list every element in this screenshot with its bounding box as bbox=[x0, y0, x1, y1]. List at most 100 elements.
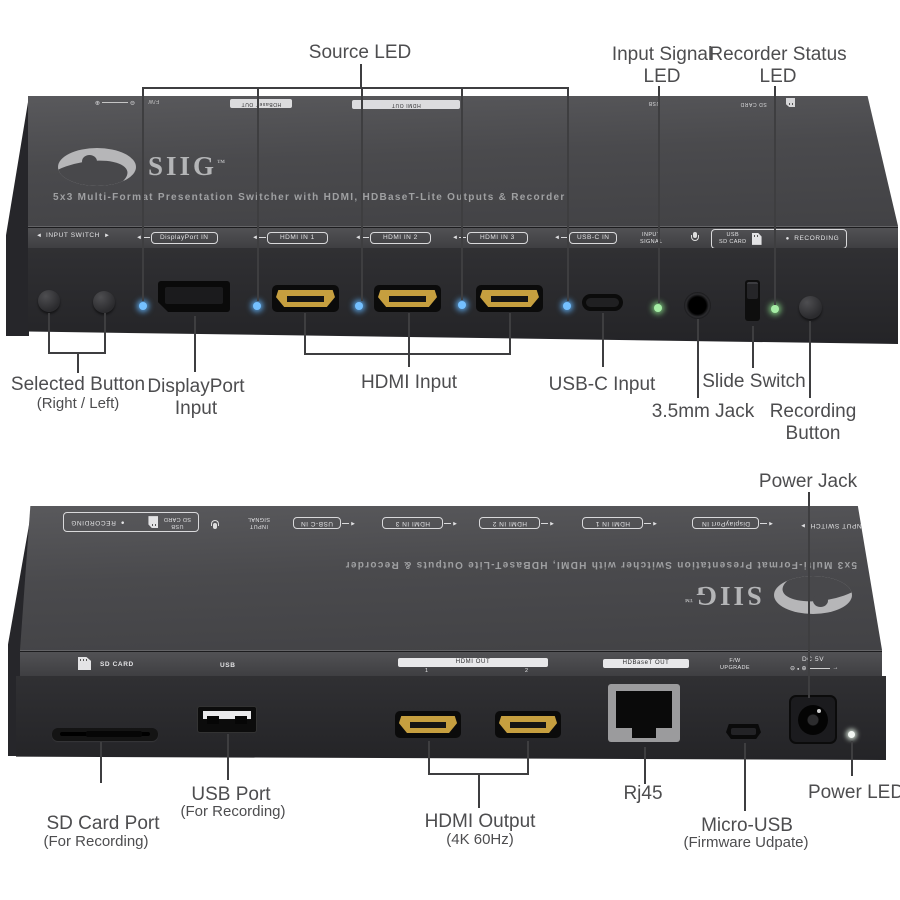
hdmi1-source-led bbox=[253, 302, 261, 310]
usbc-in-label-flipped: ◄ USB-C IN bbox=[292, 517, 356, 529]
selected-button-label: Selected Button bbox=[10, 374, 146, 395]
device-front-face bbox=[28, 248, 898, 344]
hdmi-in-2-label: ◄ HDMI IN 2 bbox=[355, 232, 431, 244]
sd-card-icon bbox=[148, 516, 158, 528]
rear-dc5v-label: DC 5V ⊖ ● ⊕ → bbox=[790, 656, 839, 672]
edge-hdmiout-bar: HDMI OUT bbox=[352, 100, 460, 109]
usbc-input-line bbox=[602, 313, 604, 367]
slide-switch-label: Slide Switch bbox=[702, 371, 806, 392]
slide-switch bbox=[745, 280, 760, 321]
audio-jack-35mm bbox=[684, 292, 711, 319]
device-front-top-surface: ⊖⊕ F/W HDBaseT OUT HDMI OUT USB SD CARD … bbox=[28, 96, 898, 226]
source-led-bracket bbox=[142, 87, 569, 89]
brand-text: SIIG™ bbox=[148, 151, 226, 181]
hdmi-out-1-port bbox=[395, 711, 461, 738]
usb-port-line bbox=[227, 734, 229, 780]
micro-usb-port bbox=[726, 724, 761, 739]
hdmi-output-line-2 bbox=[527, 741, 529, 775]
arrow-right-icon: ► bbox=[103, 233, 110, 240]
selected-button-line-r bbox=[104, 313, 106, 353]
micro-usb-sub: (Firmware Udpate) bbox=[683, 834, 809, 851]
recorder-status-led bbox=[771, 305, 779, 313]
displayport-source-led bbox=[139, 302, 147, 310]
rear-hdbaset-bar: HDBaseT OUT bbox=[603, 659, 689, 668]
rear-fw-upgrade-label: F/W UPGRADE bbox=[720, 658, 750, 671]
recorder-status-led-line bbox=[774, 86, 776, 305]
usb-a-port bbox=[197, 706, 257, 733]
hdmi-in-2-label-flipped: ◄ HDMI IN 2 bbox=[479, 517, 555, 529]
siig-logo bbox=[58, 148, 136, 186]
sd-card-port-label: SD Card Port bbox=[46, 813, 160, 834]
input-switch-right-button bbox=[93, 291, 115, 313]
power-jack-line bbox=[808, 492, 810, 698]
arrow-left-icon: ◄ bbox=[355, 234, 361, 241]
front-edge-strip: ◄ INPUT SWITCH ► ◄ DisplayPort IN ◄ HDMI… bbox=[28, 226, 898, 249]
polarity-icon: ⊕ bbox=[94, 99, 100, 105]
usb-port-sub: (For Recording) bbox=[180, 803, 286, 820]
source-led-label: Source LED bbox=[308, 42, 412, 63]
displayport-input-port bbox=[158, 281, 230, 312]
recording-button-line bbox=[809, 321, 811, 398]
selected-button-stem bbox=[77, 352, 79, 373]
hdmi-input-line-1 bbox=[304, 313, 306, 355]
sd-card-icon-rear bbox=[78, 657, 91, 670]
sd-card-icon bbox=[751, 232, 762, 245]
hdmi-input-label: HDMI Input bbox=[360, 372, 458, 393]
polarity-icon: ⊖ bbox=[129, 99, 135, 105]
hdmi-out-2-port bbox=[495, 711, 561, 738]
hdmi-out-2-mark: 2 bbox=[525, 668, 529, 674]
record-dot-icon: ● bbox=[785, 235, 790, 242]
hdmi-in-1-port bbox=[272, 285, 339, 312]
sd-card-port-sub: (For Recording) bbox=[43, 833, 149, 850]
sd-card-port-line bbox=[100, 742, 102, 783]
power-led-line bbox=[851, 741, 853, 776]
edge-sd-icon bbox=[786, 98, 795, 107]
usb-port-label: USB Port bbox=[191, 784, 271, 805]
power-jack-label: Power Jack bbox=[758, 471, 858, 492]
device-front-left-side bbox=[6, 96, 29, 336]
usb-c-input-port bbox=[582, 294, 623, 311]
source-led-stem-line bbox=[360, 64, 362, 87]
power-arrow-icon: → bbox=[832, 665, 839, 671]
jack-35mm-line bbox=[697, 319, 699, 398]
hdmi-out-1-mark: 1 bbox=[425, 668, 429, 674]
usbc-source-led bbox=[563, 302, 571, 310]
micro-usb-line bbox=[744, 743, 746, 811]
jack-35mm-label: 3.5mm Jack bbox=[651, 401, 755, 422]
sd-card-slot bbox=[52, 728, 158, 741]
usbc-input-label: USB-C Input bbox=[548, 374, 656, 395]
power-jack bbox=[789, 695, 837, 744]
arrow-left-icon: ◄ bbox=[452, 234, 458, 241]
hdmi-input-bracket bbox=[304, 353, 511, 355]
brand-text-flipped: SIIG™ bbox=[684, 581, 762, 611]
hdmi-output-label: HDMI Output bbox=[424, 811, 536, 832]
mic-icon-flipped bbox=[212, 518, 219, 529]
arrow-left-icon: ◄ bbox=[136, 234, 142, 241]
usbc-in-label: ◄ USB-C IN bbox=[554, 232, 618, 244]
rj45-label: Rj45 bbox=[623, 783, 663, 804]
micro-usb-label: Micro-USB bbox=[701, 815, 793, 836]
trademark: ™ bbox=[217, 158, 226, 167]
rear-edge-strip: SD CARD USB HDMI OUT 1 2 HDBaseT OUT F/W… bbox=[20, 650, 882, 677]
hdmi-input-line-2 bbox=[408, 313, 410, 355]
source-led-line-2 bbox=[257, 87, 259, 301]
displayport-in-label-flipped: ◄ DisplayPort IN bbox=[692, 517, 774, 529]
hdmi-in-1-label: ◄ HDMI IN 1 bbox=[252, 232, 328, 244]
source-led-line-3 bbox=[361, 87, 363, 301]
rear-sd-card-label: SD CARD bbox=[100, 661, 134, 668]
rj45-line bbox=[644, 747, 646, 784]
arrow-left-icon: ◄ bbox=[554, 234, 560, 241]
input-switch-left-button bbox=[38, 290, 60, 312]
recording-button bbox=[799, 296, 822, 319]
input-signal-label-flipped: INPUT SIGNAL bbox=[247, 516, 270, 529]
input-signal-led-line bbox=[658, 86, 660, 303]
hdmi-input-stem bbox=[408, 353, 410, 367]
mic-icon bbox=[691, 232, 699, 243]
displayport-in-label: ◄ DisplayPort IN bbox=[136, 232, 218, 244]
